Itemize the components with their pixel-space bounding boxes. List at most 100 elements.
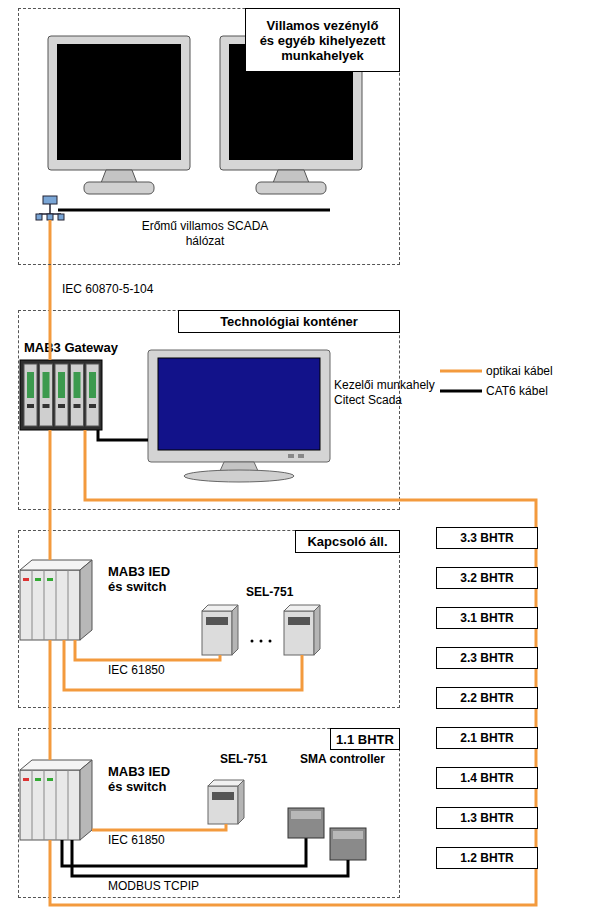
station-box: 1.3 BHTR: [436, 807, 538, 829]
relay-front: [208, 786, 238, 824]
optical-cable: [75, 640, 220, 660]
relay-group: SEL-751: [202, 605, 320, 655]
station-box: 2.1 BHTR: [436, 727, 538, 749]
station-name: 3.1 BHTR: [460, 611, 513, 626]
rack-side: [80, 760, 92, 840]
zone-frame: Technológiai konténerMAB3 GatewayKezelői…: [18, 310, 400, 510]
ellipsis-dot: [269, 640, 272, 643]
module-led: [89, 372, 96, 398]
device-label: MAB3 IED és switch: [108, 764, 180, 794]
monitor-base: [184, 470, 294, 482]
station-name: 1.2 BHTR: [460, 851, 513, 866]
controller-box: [288, 808, 324, 838]
optical-cable-stub: [49, 220, 52, 265]
module-led: [74, 372, 81, 398]
station-name: 2.2 BHTR: [460, 691, 513, 706]
shape-art: [288, 806, 368, 860]
monitor-neck: [273, 170, 309, 183]
optical-cable: [535, 829, 538, 847]
legend-line-sample: [440, 390, 482, 393]
controller-panel: [333, 831, 363, 839]
optical-cable: [50, 840, 536, 905]
module-led: [23, 578, 29, 581]
ellipsis-dot: [251, 640, 254, 643]
station-name: 1.4 BHTR: [460, 771, 513, 786]
zone-heading-box: 1.1 BHTR: [330, 728, 400, 750]
module-divider: [56, 770, 57, 840]
zone-heading: Technológiai konténer: [220, 314, 358, 329]
module-port: [43, 404, 50, 408]
module-divider: [68, 770, 69, 840]
gateway-rack: MAB3 Gateway: [20, 360, 102, 430]
optical-cable: [535, 709, 538, 727]
zone-frame: Villamos vezénylő és egyéb kihelyezett m…: [18, 8, 400, 265]
zone-frame: Kapcsoló áll. MAB3 IED és switchSEL-751: [18, 530, 400, 708]
optical-cable: [535, 749, 538, 767]
station-box: 1.4 BHTR: [436, 767, 538, 789]
station-name: 2.3 BHTR: [460, 651, 513, 666]
relay-display: [288, 617, 310, 625]
module-divider: [68, 570, 69, 640]
monitor-neck: [101, 170, 137, 183]
network-icon: [36, 214, 42, 220]
optical-cable: [535, 549, 538, 567]
rack-module: [24, 364, 37, 426]
cat6-cable: [98, 430, 148, 440]
zone-heading-box: Kapcsoló áll.: [295, 530, 400, 553]
protocol-label: IEC 60870-5-104: [62, 282, 153, 297]
device-label: Kezelői munkahely Citect Scada: [334, 378, 444, 408]
shape-art: [20, 760, 92, 840]
optical-cable: [64, 640, 302, 690]
relay-device: SEL-751: [208, 780, 244, 824]
station-box: 2.3 BHTR: [436, 647, 538, 669]
monitor-frame: [48, 36, 190, 170]
monitor-screen: [57, 44, 181, 160]
monitor-frame: [148, 350, 330, 462]
rack-module: [86, 364, 99, 426]
device-label: MAB3 Gateway: [24, 340, 154, 355]
module-port: [74, 404, 81, 408]
rack-front: [20, 570, 80, 640]
optical-cable: [535, 589, 538, 607]
optical-cable: [85, 430, 536, 527]
shape-art: [20, 360, 102, 430]
device-label: MAB3 IED és switch: [108, 564, 180, 594]
zone-heading: Villamos vezénylő és egyéb kihelyezett m…: [259, 18, 387, 63]
module-led: [27, 372, 34, 398]
shape-art: [148, 350, 330, 482]
module-led: [35, 578, 41, 581]
station-name: 3.2 BHTR: [460, 571, 513, 586]
rack-module: [40, 364, 53, 426]
monitor-base: [256, 182, 326, 194]
zone-heading: Kapcsoló áll.: [307, 534, 387, 549]
module-divider: [44, 770, 45, 840]
optical-cable: [49, 430, 52, 560]
network-caption: Erőmű villamos SCADA hálózat: [130, 219, 280, 249]
shape-art: [20, 560, 92, 640]
station-box: 1.2 BHTR: [436, 847, 538, 869]
legend-text: optikai kábel: [486, 364, 553, 378]
station-name: 2.1 BHTR: [460, 731, 513, 746]
module-led: [35, 778, 41, 781]
relay-front: [284, 611, 314, 655]
relay-side: [232, 605, 238, 655]
protocol-label: MODBUS TCPIP: [108, 879, 199, 894]
module-port: [27, 404, 34, 408]
station-box: 3.2 BHTR: [436, 567, 538, 589]
module-led: [47, 578, 53, 581]
zone-heading: 1.1 BHTR: [336, 732, 394, 747]
protocol-label: IEC 61850: [108, 833, 165, 848]
monitor-screen: [158, 358, 320, 450]
legend-row: optikai kábel: [486, 363, 553, 383]
zone-heading-box: Villamos vezénylő és egyéb kihelyezett m…: [245, 8, 400, 72]
zone-frame: 1.1 BHTR MAB3 IED és switchSEL-751SMA con…: [18, 728, 400, 898]
optical-cable: [535, 669, 538, 687]
controller-group: SMA controller: [288, 806, 368, 860]
controller-box: [330, 828, 366, 860]
station-box: 3.3 BHTR: [436, 527, 538, 549]
network-icon: [47, 214, 53, 220]
monitor-base: [84, 182, 154, 194]
legend-line-sample: [440, 370, 482, 373]
station-box: 2.2 BHTR: [436, 687, 538, 709]
network-bus: [58, 209, 330, 212]
